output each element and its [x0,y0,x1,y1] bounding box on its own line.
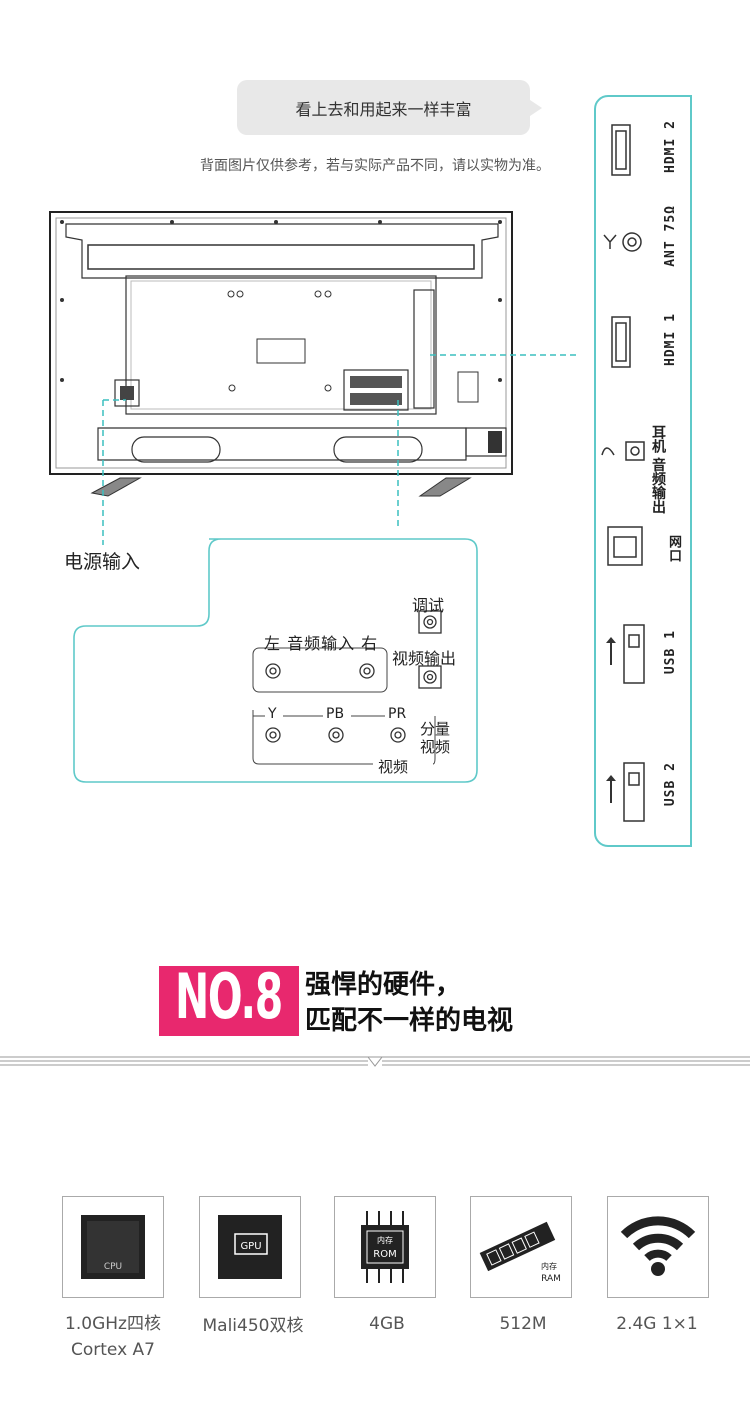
gpu-spec: Mali450双核 [183,1313,323,1339]
cpu-box: CPU [62,1196,164,1298]
cpu-spec-line1: 1.0GHz四核 [65,1314,161,1334]
section-title-line1: 强悍的硬件， [305,970,462,1000]
ram-spec: 512M [453,1311,593,1337]
speech-bubble: 看上去和用起来一样丰富 [237,80,542,135]
component-line2: 视频 [420,738,451,756]
component-video-label: 分量 视频 [420,720,450,756]
port-ant-label: ANT 75Ω [663,205,678,267]
cpu-icon: CPU [81,1215,145,1279]
wifi-spec-line1: 2.4G 1×1 [616,1314,698,1334]
section-badge-bg [159,966,299,1036]
wifi-box [607,1196,709,1298]
port-network-label: 网口 [666,535,681,563]
wifi-spec: 2.4G 1×1 [587,1311,727,1337]
video-label: 视频 [378,758,409,776]
pr-label: PR [388,706,407,722]
cpu-spec-line2: Cortex A7 [71,1340,155,1360]
tv-back-illustration [49,211,580,545]
rom-spec: 4GB [317,1311,457,1337]
ram-box: 内存 RAM [470,1196,572,1298]
debug-label: 调试 [412,596,445,615]
rom-icon: 内存 ROM [361,1211,409,1283]
wifi-icon [620,1216,696,1276]
pb-label: PB [326,706,345,722]
usb-icon [606,637,616,803]
component-line1: 分量 [420,720,451,738]
ram-icon-text1: 内存 [541,1261,557,1271]
rom-icon-text2: ROM [373,1249,396,1260]
ram-icon: 内存 RAM [479,1221,561,1284]
gpu-icon-text: GPU [240,1241,261,1252]
gpu-icon: GPU [218,1215,282,1279]
section-badge: NO.8 [175,960,283,1033]
port-hdmi2-label: HDMI 2 [663,120,678,173]
section-title-line2: 匹配不一样的电视 [305,1006,514,1036]
rom-spec-line1: 4GB [369,1314,405,1334]
gpu-box: GPU [199,1196,301,1298]
y-label: Y [268,706,277,722]
bubble-text: 看上去和用起来一样丰富 [295,99,472,119]
cpu-icon-text: CPU [104,1262,122,1272]
power-input-label: 电源输入 [64,551,141,573]
rom-box: 内存 ROM [334,1196,436,1298]
ram-icon-text2: RAM [541,1274,561,1284]
port-usb1-label: USB 1 [663,630,678,675]
rom-icon-text1: 内存 [377,1235,393,1245]
port-usb2-label: USB 2 [663,762,678,807]
video-out-label: 视频输出 [392,649,457,668]
cpu-spec: 1.0GHz四核 Cortex A7 [43,1311,183,1363]
port-hdmi1-label: HDMI 1 [663,313,678,366]
ports-icons [601,124,645,822]
section-divider [0,1056,750,1067]
gpu-spec-line1: Mali450双核 [202,1316,304,1336]
port-earphone-label: 耳机 音频输出 [650,425,666,514]
audio-input-label: 左 音频输入 右 [264,634,379,653]
earphone-line2: 音频输出 [650,457,666,514]
earphone-line1: 耳机 [650,425,666,453]
callout-frame [73,538,478,783]
ram-spec-line1: 512M [499,1314,547,1334]
disclaimer-text: 背面图片仅供参考，若与实际产品不同，请以实物为准。 [200,158,550,174]
ports-panel [594,95,692,847]
